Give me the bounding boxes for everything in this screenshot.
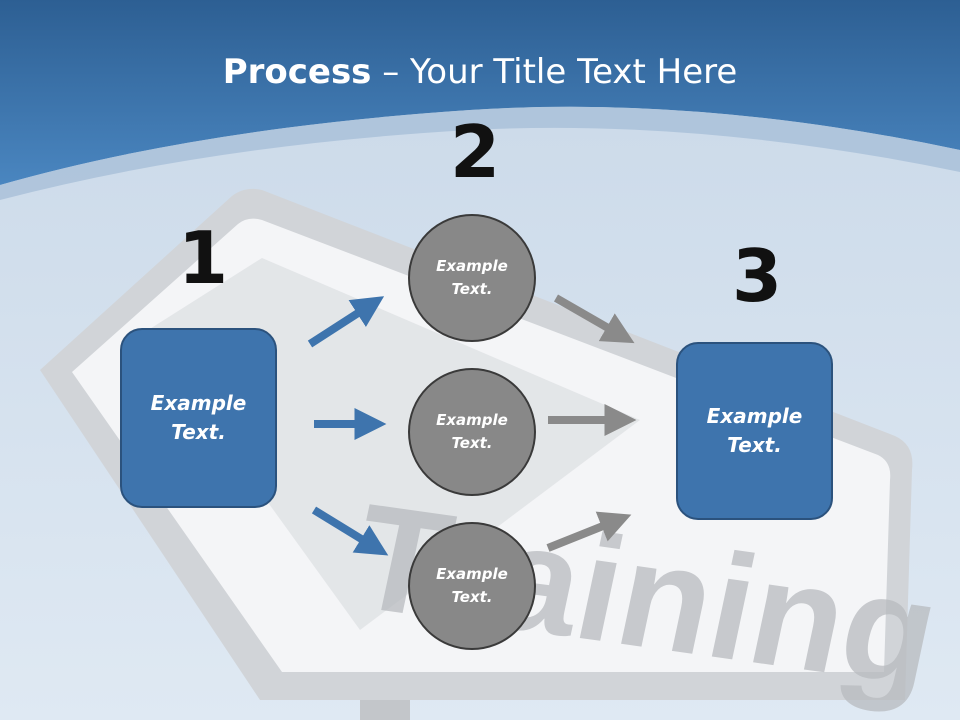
arrow-gray-down — [554, 294, 635, 344]
header-band — [0, 0, 960, 185]
step-3-label: Example Text. — [706, 404, 803, 457]
circle-middle-label: Example Text. — [436, 411, 508, 452]
circle-top: Example Text. — [408, 214, 536, 342]
step-1-box: Example Text. — [120, 328, 277, 508]
circle-middle: Example Text. — [408, 368, 536, 496]
arrow-blue-down — [311, 506, 389, 556]
title-rest: – Your Title Text Here — [371, 52, 738, 92]
step-number-2: 2 — [450, 110, 501, 194]
circle-bottom: Example Text. — [408, 522, 536, 650]
step-number-3: 3 — [732, 234, 783, 318]
arrow-gray-up — [546, 511, 632, 552]
header-highlight — [0, 106, 960, 200]
step-3-box: Example Text. — [676, 342, 833, 520]
step-number-1: 1 — [178, 216, 229, 300]
circle-bottom-label: Example Text. — [436, 565, 508, 606]
arrow-blue-up — [307, 296, 385, 348]
step-1-label: Example Text. — [150, 391, 247, 444]
slide-title: Process – Your Title Text Here — [0, 52, 960, 92]
title-bold: Process — [222, 52, 372, 92]
circle-top-label: Example Text. — [436, 257, 508, 298]
